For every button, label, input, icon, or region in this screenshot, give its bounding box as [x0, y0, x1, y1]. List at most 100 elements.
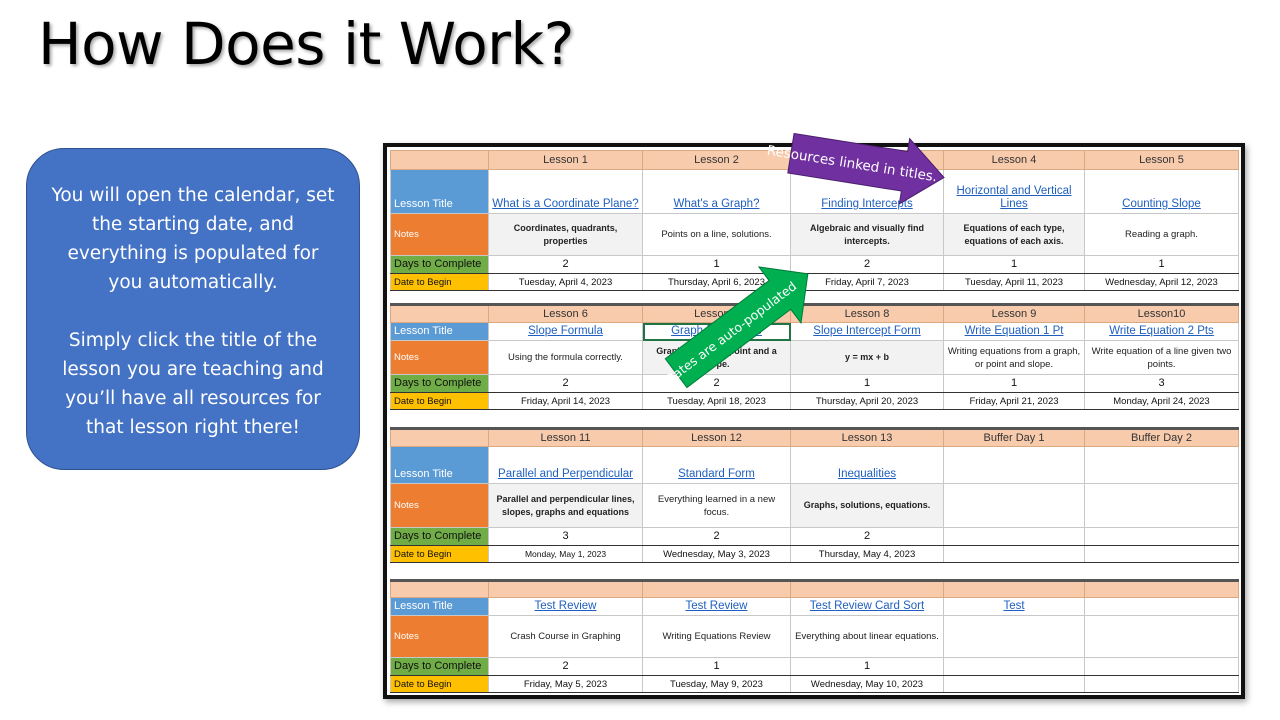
lesson-title-link[interactable]: What is a Coordinate Plane? [492, 198, 639, 210]
spacer-cell [1084, 290, 1239, 306]
days-cell: 1 [790, 374, 944, 393]
lesson-title-link[interactable]: Finding Intercepts [821, 198, 913, 210]
days-to-complete-row: Days to Complete 3 2 2 [390, 527, 1239, 546]
header-label-cell [390, 580, 489, 598]
lesson-title-link[interactable]: Slope Formula [528, 325, 603, 337]
spacer-cell [790, 562, 944, 582]
days-cell [1084, 657, 1239, 676]
days-cell [1084, 527, 1239, 546]
lesson-header-cell: Lesson 13 [790, 428, 944, 447]
lesson-title-cell [1084, 446, 1239, 484]
date-cell [943, 675, 1085, 693]
lesson-title-row: Lesson Title Parallel and Perpendicular … [390, 446, 1239, 484]
date-cell: Thursday, April 6, 2023 [642, 273, 791, 291]
days-cell: 1 [943, 374, 1085, 393]
lesson-title-link[interactable]: What's a Graph? [673, 198, 760, 210]
spacer-cell [943, 562, 1085, 582]
lesson-header-cell: Buffer Day 2 [1084, 428, 1239, 447]
lesson-title-link[interactable]: Test Review [534, 600, 597, 612]
spacer-row [390, 409, 1239, 430]
lesson-notes-cell [943, 615, 1085, 658]
lesson-header-cell [488, 580, 643, 598]
date-cell: Monday, April 24, 2023 [1084, 392, 1239, 410]
row-label-date: Date to Begin [390, 392, 489, 410]
header-label-cell [390, 428, 489, 447]
lesson-notes-row: Notes Using the formula correctly. Graph… [390, 340, 1239, 375]
lesson-notes-row: Notes Crash Course in Graphing Writing E… [390, 615, 1239, 658]
days-cell: 1 [943, 255, 1085, 274]
date-cell: Thursday, April 20, 2023 [790, 392, 944, 410]
lesson-header-row: Lesson 6 Lesson 7 Lesson 8 Lesson 9 Less… [390, 304, 1239, 323]
lesson-title-link[interactable]: Standard Form [678, 468, 755, 480]
date-cell: Tuesday, April 11, 2023 [943, 273, 1085, 291]
lesson-header-row: Lesson 11 Lesson 12 Lesson 13 Buffer Day… [390, 428, 1239, 447]
lesson-title-row: Lesson Title What is a Coordinate Plane?… [390, 169, 1239, 214]
row-label-notes: Notes [390, 213, 489, 256]
spacer-cell [943, 290, 1085, 306]
lesson-title-link[interactable]: Test Review Card Sort [809, 600, 925, 612]
spacer-cell [790, 409, 944, 430]
days-cell [943, 657, 1085, 676]
lesson-header-cell [943, 580, 1085, 598]
lesson-header-row [390, 580, 1239, 598]
spacer-cell [488, 562, 643, 582]
row-label-date: Date to Begin [390, 545, 489, 563]
lesson-title-cell: Horizontal and Vertical Lines [943, 169, 1085, 214]
lesson-title-link[interactable]: Counting Slope [1122, 198, 1201, 210]
days-cell: 2 [790, 527, 944, 546]
lesson-header-cell: Buffer Day 1 [943, 428, 1085, 447]
lesson-notes-cell: Writing Equations Review [642, 615, 791, 658]
lesson-header-cell: Lesson 4 [943, 150, 1085, 170]
date-cell [943, 545, 1085, 563]
date-cell: Friday, April 21, 2023 [943, 392, 1085, 410]
spreadsheet-screenshot: Lesson 1 Lesson 2 Lesson 3 Lesson 4 Less… [383, 143, 1245, 699]
lesson-title-cell: Inequalities [790, 446, 944, 484]
lesson-title-link[interactable]: Test [1003, 600, 1025, 612]
spacer-cell [1084, 409, 1239, 430]
lesson-title-link[interactable]: Inequalities [837, 468, 897, 480]
lesson-title-cell: Standard Form [642, 446, 791, 484]
lesson-notes-cell: Graphing from a point and a slope. [642, 340, 791, 375]
slide-title: How Does it Work? [38, 10, 574, 78]
lesson-header-cell: Lesson 1 [488, 150, 643, 170]
lesson-title-cell: Test [943, 597, 1085, 616]
lesson-notes-cell: Reading a graph. [1084, 213, 1239, 256]
row-label-notes: Notes [390, 340, 489, 375]
date-cell: Tuesday, April 18, 2023 [642, 392, 791, 410]
spacer-cell [390, 562, 489, 582]
lesson-header-cell: Lesson 12 [642, 428, 791, 447]
days-cell: 2 [790, 255, 944, 274]
lesson-title-cell: Test Review [642, 597, 791, 616]
row-label-days: Days to Complete [390, 255, 489, 274]
lesson-title-link[interactable]: Graph from Slope [671, 325, 762, 337]
lesson-title-row: Lesson Title Test Review Test Review Tes… [390, 597, 1239, 616]
lesson-header-cell: Lesson 2 [642, 150, 791, 170]
lesson-title-link[interactable]: Slope Intercept Form [813, 325, 921, 337]
days-cell: 2 [642, 527, 791, 546]
spacer-row [390, 290, 1239, 306]
lesson-notes-cell [1084, 615, 1239, 658]
days-cell [943, 527, 1085, 546]
lesson-title-cell: Slope Intercept Form [790, 322, 944, 341]
days-cell: 3 [1084, 374, 1239, 393]
lesson-header-cell: Lesson 6 [488, 304, 643, 323]
lesson-title-link[interactable]: Test Review [685, 600, 748, 612]
lesson-notes-row: Notes Parallel and perpendicular lines, … [390, 483, 1239, 528]
days-cell: 2 [488, 255, 643, 274]
spacer-cell [642, 409, 791, 430]
spacer-cell [488, 409, 643, 430]
lesson-title-cell: Finding Intercepts [790, 169, 944, 214]
lesson-title-link[interactable]: Write Equation 2 Pts [1109, 325, 1214, 337]
lesson-notes-cell: Everything learned in a new focus. [642, 483, 791, 528]
date-cell: Monday, May 1, 2023 [488, 545, 643, 563]
lesson-header-cell [790, 580, 944, 598]
lesson-title-link[interactable]: Horizontal and Vertical Lines [956, 185, 1072, 210]
lesson-title-link[interactable]: Parallel and Perpendicular [498, 468, 633, 480]
header-label-cell [390, 304, 489, 323]
spacer-cell [390, 290, 489, 306]
spacer-cell [943, 409, 1085, 430]
lesson-notes-cell: Points on a line, solutions. [642, 213, 791, 256]
row-label-notes: Notes [390, 483, 489, 528]
spacer-cell [390, 409, 489, 430]
lesson-title-link[interactable]: Write Equation 1 Pt [964, 325, 1064, 337]
